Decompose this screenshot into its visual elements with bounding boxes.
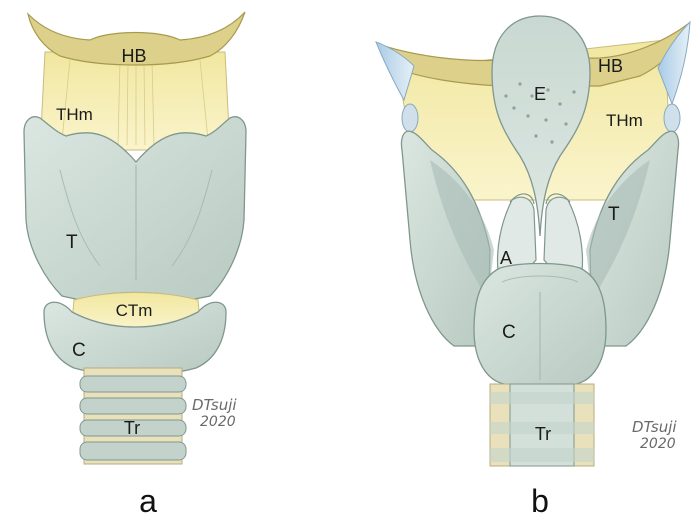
label-hyoid-b: HB — [598, 56, 623, 76]
label-cricoid-a: C — [72, 340, 86, 361]
label-cricoid-b: C — [502, 322, 516, 343]
panel-letter-b: b — [531, 483, 549, 519]
trachea-ring-4 — [80, 442, 186, 460]
epiglottis — [492, 16, 590, 236]
label-epiglottis-b: E — [534, 84, 546, 104]
label-trachea-a: Tr — [124, 418, 140, 438]
arytenoid-cartilage-right — [544, 197, 582, 273]
trachea-b-ring-3 — [490, 448, 594, 462]
trachea-b-ring-1 — [490, 392, 594, 404]
trachea — [80, 368, 186, 464]
triticeous-cartilage-right — [664, 104, 680, 132]
label-thyroid-a: T — [66, 232, 78, 253]
signature-name-b: DTsuji — [632, 418, 677, 436]
signature-name-a: DTsuji — [192, 396, 237, 414]
label-thyrohyoid-a: THm — [56, 105, 93, 124]
signature-year-a: 2020 — [200, 414, 236, 430]
label-arytenoid-b: A — [500, 248, 512, 268]
label-thyrohyoid-b: THm — [606, 111, 643, 130]
label-hyoid-a: HB — [121, 46, 146, 66]
figure-b: E HB THm T A C Tr DTsuji 2020 b — [376, 16, 690, 519]
signature-year-b: 2020 — [640, 436, 676, 452]
label-cricothyroid-a: CTm — [116, 301, 153, 320]
trachea-ring-2 — [80, 398, 186, 414]
trachea-ring-1 — [80, 376, 186, 392]
figure-a: HB THm T CTm C Tr DTsuji 2020 a — [24, 12, 246, 519]
label-thyroid-b: T — [608, 204, 620, 225]
triticeous-cartilage-left — [402, 104, 418, 132]
panel-letter-a: a — [139, 483, 157, 519]
label-trachea-b: Tr — [535, 424, 551, 444]
